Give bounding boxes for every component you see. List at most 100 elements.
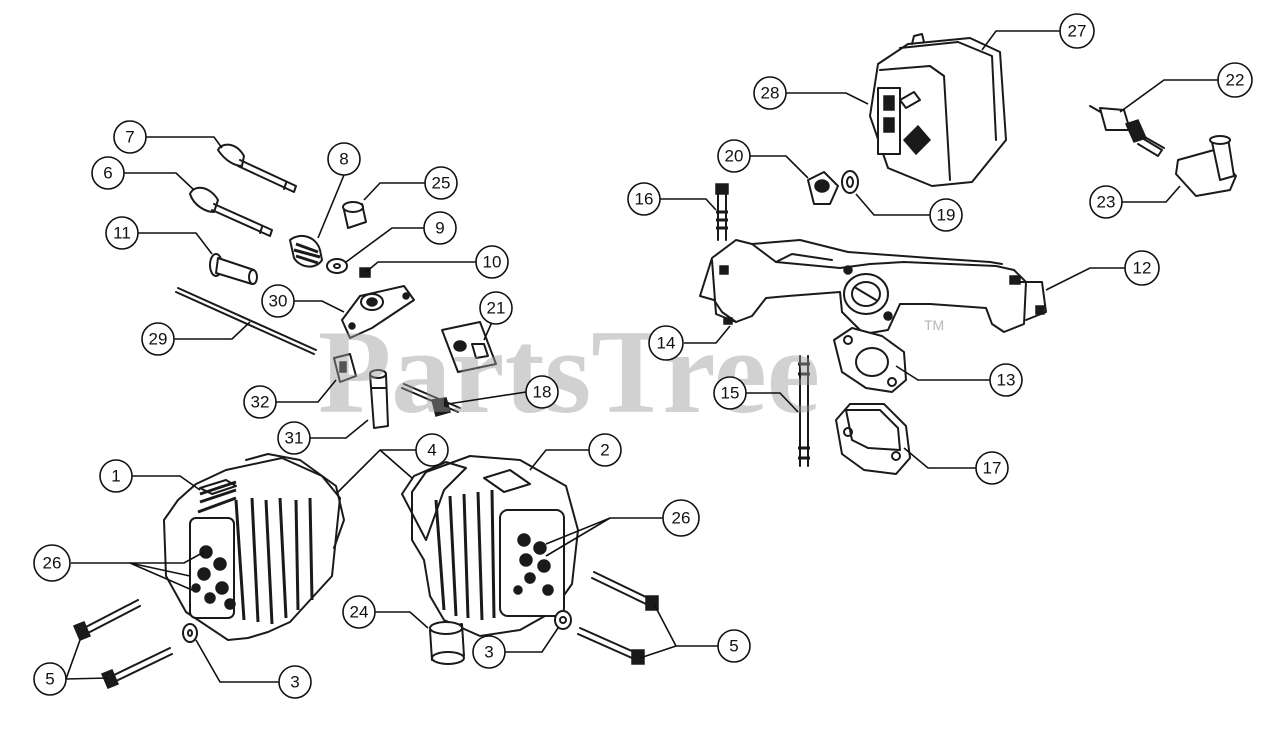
- callout-19: 19: [929, 198, 963, 232]
- callout-label: 9: [435, 219, 444, 238]
- callout-8: 8: [327, 142, 361, 176]
- callout-5-right: 5: [717, 629, 751, 663]
- callout-label: 23: [1097, 193, 1116, 212]
- washer-part-19: [841, 170, 859, 194]
- callout-label: 15: [721, 384, 740, 403]
- callout-6: 6: [91, 156, 125, 190]
- adjuster-part-21: [441, 321, 497, 373]
- spring-retainer-part-9: [326, 258, 348, 274]
- callout-26-left: 26: [33, 544, 71, 582]
- callout-29: 29: [141, 322, 175, 356]
- callout-label: 8: [339, 150, 348, 169]
- callout-30: 30: [261, 284, 295, 318]
- callout-label: 31: [285, 429, 304, 448]
- callout-label: 11: [113, 224, 131, 243]
- callout-27: 27: [1059, 13, 1095, 49]
- callout-label: 24: [350, 603, 369, 622]
- callout-label: 17: [983, 459, 1002, 478]
- callout-3-right: 3: [472, 635, 506, 669]
- callout-2: 2: [588, 433, 622, 467]
- callout-4: 4: [415, 433, 449, 467]
- callout-label: 4: [427, 441, 436, 460]
- plug-part-20: [807, 171, 839, 205]
- callout-label: 22: [1226, 71, 1245, 90]
- clip-part-32: [333, 353, 357, 383]
- callout-9: 9: [423, 211, 457, 245]
- muffler-part-27: [869, 33, 1007, 187]
- stud-part-15: [798, 355, 810, 467]
- spacer-part-17: [835, 403, 911, 475]
- callout-label: 16: [635, 190, 654, 209]
- callout-label: 6: [103, 164, 112, 183]
- pin-part-31: [369, 369, 389, 429]
- bolt-part-16: [715, 183, 729, 241]
- callout-label: 13: [997, 371, 1016, 390]
- seal-part-24: [429, 621, 465, 665]
- callout-21: 21: [479, 291, 513, 325]
- callout-label: 32: [251, 393, 270, 412]
- callout-3-left: 3: [278, 665, 312, 699]
- callout-31: 31: [277, 421, 311, 455]
- watermark-trademark: TM: [924, 317, 944, 333]
- callout-24: 24: [342, 595, 376, 629]
- valve-part-7: [217, 143, 297, 193]
- callout-label: 1: [111, 467, 120, 486]
- rocker-arm-part-30: [341, 285, 415, 339]
- callout-label: 19: [937, 206, 956, 225]
- callout-label: 7: [125, 128, 134, 147]
- push-rod-part-29: [175, 287, 317, 355]
- callout-label: 5: [729, 637, 738, 656]
- callout-label: 28: [761, 84, 780, 103]
- callout-15: 15: [713, 376, 747, 410]
- callout-32: 32: [243, 385, 277, 419]
- gasket-part-13: [833, 327, 907, 393]
- callout-23: 23: [1089, 185, 1123, 219]
- callout-22: 22: [1217, 62, 1253, 98]
- callout-18: 18: [525, 375, 559, 409]
- callout-label: 5: [45, 670, 54, 689]
- callout-7: 7: [113, 120, 147, 154]
- callout-1: 1: [99, 459, 133, 493]
- bolts-part-5-left: [73, 599, 173, 689]
- callout-label: 3: [484, 643, 493, 662]
- callout-28: 28: [753, 76, 787, 110]
- callout-label: 25: [432, 174, 451, 193]
- intake-manifold-part-12: [699, 239, 1047, 335]
- valve-cap-part-25: [342, 201, 367, 229]
- callout-12: 12: [1124, 250, 1160, 286]
- leader-lines: [65, 30, 1218, 683]
- callout-label: 2: [600, 441, 609, 460]
- callout-26-right: 26: [662, 499, 700, 537]
- callout-label: 29: [149, 330, 168, 349]
- spark-plug-boot-part-23: [1175, 135, 1237, 197]
- spark-plug-part-22: [1089, 105, 1165, 157]
- washer-part-3-left: [182, 623, 198, 643]
- valve-part-6: [189, 186, 273, 237]
- bolts-part-5-right: [577, 571, 659, 665]
- callout-label: 3: [290, 673, 299, 692]
- callout-5-left: 5: [33, 662, 67, 696]
- callout-label: 21: [487, 299, 506, 318]
- callout-16: 16: [627, 182, 661, 216]
- callout-label: 12: [1133, 259, 1152, 278]
- callout-20: 20: [717, 139, 751, 173]
- watermark-text: PartsTree: [318, 305, 820, 438]
- tappet-part-11: [209, 253, 258, 285]
- callout-label: 18: [533, 383, 552, 402]
- cylinder-head-part-2: [401, 455, 579, 637]
- callout-label: 10: [483, 253, 502, 272]
- callout-10: 10: [475, 245, 509, 279]
- valve-spring-part-8: [289, 234, 323, 268]
- nut-part-10: [359, 267, 371, 278]
- callout-label: 14: [657, 334, 676, 353]
- callout-label: 30: [269, 292, 288, 311]
- callout-25: 25: [424, 166, 458, 200]
- callout-label: 27: [1068, 22, 1087, 41]
- callout-label: 26: [43, 554, 62, 573]
- callout-13: 13: [989, 363, 1023, 397]
- cylinder-head-part-1: [163, 453, 345, 641]
- callout-11: 11: [105, 216, 139, 250]
- callout-14: 14: [648, 325, 684, 361]
